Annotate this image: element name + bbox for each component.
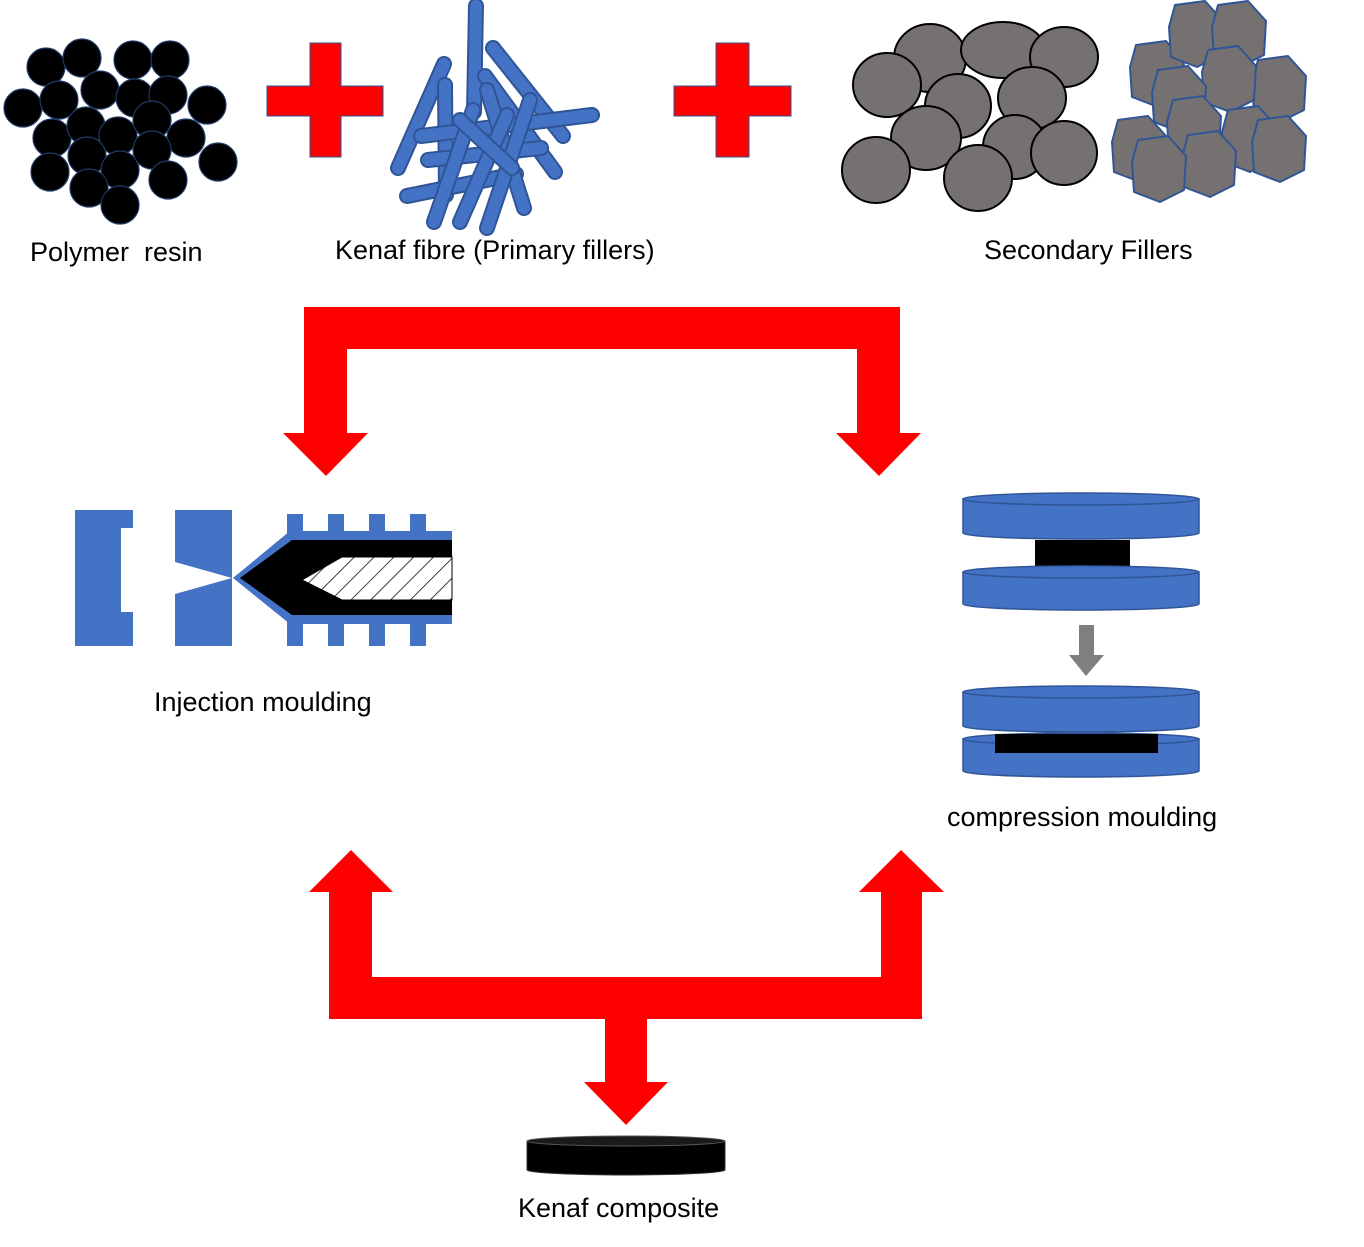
- resin-pellet: [62, 38, 102, 78]
- round-filler: [852, 52, 922, 118]
- merge-arrow-bottom: [309, 850, 944, 1125]
- resin-pellet: [69, 168, 109, 208]
- compression-moulding-label: compression moulding: [947, 802, 1218, 832]
- angular-filler-icon: [1111, 0, 1307, 203]
- resin-pellet: [80, 70, 120, 110]
- polymer-resin-label: Polymer resin: [30, 237, 203, 267]
- secondary-fillers-label: Secondary Fillers: [984, 235, 1193, 265]
- resin-pellet: [150, 40, 190, 80]
- press-down-arrow: [1069, 625, 1104, 676]
- plus-icon: [266, 42, 384, 158]
- composite-disc-icon: [526, 1135, 726, 1176]
- resin-pellet: [148, 160, 188, 200]
- resin-pellet: [26, 47, 66, 87]
- angular-filler: [1201, 45, 1257, 113]
- angular-filler: [1131, 135, 1187, 203]
- round-filler: [943, 144, 1013, 212]
- round-filler-icon: [841, 21, 1099, 212]
- compression-press-icon: [962, 685, 1200, 778]
- fibre: [392, 58, 450, 174]
- angular-filler: [1251, 115, 1307, 183]
- resin-pellet: [100, 185, 140, 225]
- fibre: [454, 114, 518, 174]
- resin-pellet: [198, 142, 238, 182]
- plus-icon: [673, 42, 792, 158]
- kenaf-composite-label: Kenaf composite: [518, 1193, 720, 1223]
- resin-pellet: [187, 85, 227, 125]
- injection-machine-icon: [75, 510, 453, 646]
- injection-moulding-label: Injection moulding: [154, 687, 372, 717]
- round-filler: [841, 136, 911, 204]
- fibre: [454, 109, 513, 228]
- resin-pellet: [113, 40, 153, 80]
- compression-press-icon: [962, 492, 1200, 611]
- split-arrow-top: [283, 307, 921, 476]
- kenaf-fibre-label: Kenaf fibre (Primary fillers): [335, 235, 655, 265]
- resin-pellet: [166, 118, 206, 158]
- resin-pellets-icon: [3, 38, 238, 225]
- resin-pellet: [32, 118, 72, 158]
- angular-filler: [1181, 130, 1237, 198]
- resin-pellet: [30, 152, 70, 192]
- resin-pellet: [39, 80, 79, 120]
- fibre-bundle-icon: [390, 0, 600, 236]
- round-filler: [1030, 120, 1098, 186]
- round-filler: [890, 105, 962, 171]
- resin-pellet: [3, 88, 43, 128]
- fibre: [468, 0, 482, 118]
